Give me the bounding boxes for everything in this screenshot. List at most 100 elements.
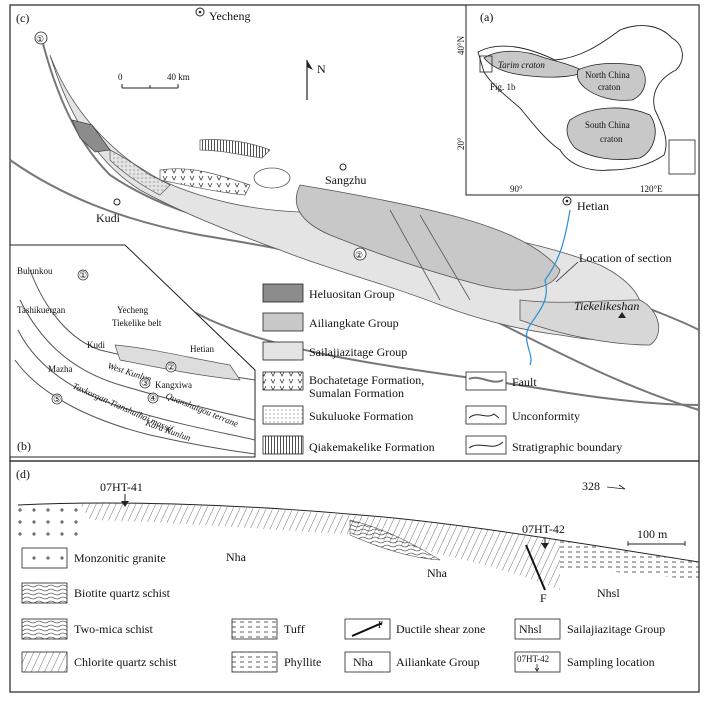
granite-body (253, 167, 291, 189)
b-bulunkou: Bulunkou (17, 266, 53, 276)
legend-d-granite-label: Monzonitic granite (74, 551, 166, 565)
panel-a-label: (a) (480, 10, 493, 24)
b-hetian: Hetian (190, 344, 214, 354)
legend-d-sample (514, 651, 561, 673)
location-of-section-label: Location of section (579, 251, 672, 265)
legend-d-biotite-label: Biotite quartz schist (74, 586, 171, 600)
legend-swatch-unconformity (465, 405, 507, 425)
south-china-craton (566, 107, 656, 160)
section-scale-label: 100 m (637, 527, 668, 541)
legend-d-nhsl-code: Nhsl (519, 622, 542, 636)
b-kudi: Kudi (87, 340, 105, 350)
strike-arrow (606, 484, 626, 490)
section-fault-label: F (540, 591, 547, 605)
legend-d-shear-label: Ductile shear zone (396, 622, 485, 636)
panel-c-label: (c) (16, 11, 29, 25)
inset-b-belt-3 (17, 329, 256, 441)
b-num-3: ③ (141, 378, 149, 388)
section-profile (17, 502, 700, 563)
fault-2-label: ② (355, 250, 363, 260)
kudi-marker (113, 198, 121, 206)
unit-nha-2: Nha (427, 566, 448, 580)
fig1b-box (479, 55, 493, 73)
south-china-label-1: South China (585, 120, 630, 130)
legend-d-sample-label: Sampling location (567, 655, 655, 669)
bochatetage-unit (159, 168, 251, 196)
legend-d-tuff-label: Tuff (284, 622, 305, 636)
legend-swatch-sailajiazitage (262, 341, 304, 361)
inset-b-belt-2 (19, 299, 256, 421)
strike-label: 328 (582, 479, 600, 493)
ailiangkate-unit (295, 184, 561, 291)
south-china-label-2: craton (600, 134, 623, 144)
b-num-4: ④ (149, 393, 157, 403)
inset-b-tiekelike (114, 344, 241, 381)
yecheng-label: Yecheng (209, 9, 250, 23)
tiekelikeshan-label: Tiekelikeshan (574, 299, 639, 313)
tarim-label: Tarim craton (498, 60, 545, 70)
north-china-craton (576, 62, 646, 101)
hetian-marker (562, 196, 572, 206)
panel-b-label: (b) (17, 439, 31, 453)
lon-120-label: 120°E (640, 184, 663, 194)
legend-swatch-bochatetage (262, 371, 304, 391)
legend-heluositan: Heluositan Group (309, 287, 395, 301)
hetian-label: Hetian (577, 199, 609, 213)
north-china-label-2: craton (598, 82, 621, 92)
legend-swatch-qiakemakelike (262, 435, 304, 455)
north-arrow-head (307, 60, 313, 70)
legend-d-nhsl-label: Sailajiazitage Group (567, 622, 665, 636)
legend-d-nha (344, 651, 391, 673)
section-scale-bar (627, 541, 686, 546)
b-kangxiwa: Kangxiwa (155, 380, 192, 390)
scale-zero: 0 (118, 72, 123, 82)
legend-strat-boundary: Stratigraphic boundary (512, 440, 622, 454)
legend-d-nhsl (514, 618, 561, 640)
legend-d-biotite (21, 582, 68, 604)
unit-nhsl: Nhsl (597, 586, 620, 600)
yecheng-marker (195, 7, 205, 17)
internal-fault-1 (389, 209, 441, 301)
internal-fault-2 (419, 214, 471, 301)
legend-d-chlorite (21, 651, 68, 673)
legend-sailajiazitage: Sailajiazitage Group (309, 345, 407, 359)
sample-42-label: 07HT-42 (522, 522, 565, 536)
legend-d-sample-code: 07HT-42 (517, 654, 549, 664)
sangzhu-marker (339, 163, 347, 171)
north-china-label-1: North China (585, 70, 630, 80)
fault-1-label: ① (36, 34, 44, 44)
sukuluoke-unit (109, 149, 171, 196)
scale-max: 40 km (167, 72, 190, 82)
lat-20-label: 20° (456, 137, 466, 150)
kudi-label: Kudi (96, 211, 121, 225)
legend-d-chlorite-label: Chlorite quartz schist (74, 655, 177, 669)
legend-d-phyllite (231, 651, 278, 673)
heluositan-unit (71, 119, 111, 153)
legend-qiakemakelike: Qiakemakelike Formation (309, 440, 435, 454)
legend-d-shear-code: F (378, 620, 383, 630)
qiakemakelike-unit (199, 139, 271, 159)
b-num-1: ① (79, 270, 87, 280)
section-two-mica-lens (349, 519, 441, 561)
legend-d-twomica (21, 618, 68, 640)
legend-d-granite (21, 547, 68, 569)
ailiangkate-unit-east (519, 299, 659, 346)
sample-41-label: 07HT-41 (100, 480, 143, 494)
hetian-river (525, 209, 571, 366)
legend-d-phyllite-label: Phyllite (284, 655, 321, 669)
south-china-sea-box (668, 139, 696, 175)
unit-nha-1: Nha (226, 550, 247, 564)
legend-bochatetage-2: Sumalan Formation (309, 386, 404, 400)
legend-d-tuff (231, 618, 278, 640)
legend-d-nha-code: Nha (353, 655, 374, 669)
b-num-5: ⑤ (53, 394, 61, 404)
legend-swatch-sukuluoke (262, 405, 304, 425)
legend-c: Heluositan Group Ailiangkate Group Saila… (262, 283, 622, 455)
panel-d-label: (d) (16, 467, 30, 481)
legend-unconformity: Unconformity (512, 409, 580, 423)
inset-b-belt-4 (14, 359, 256, 455)
legend-ailiangkate: Ailiangkate Group (309, 316, 399, 330)
b-yecheng: Yecheng (117, 305, 149, 315)
legend-sukuluoke: Sukuluoke Formation (309, 409, 413, 423)
section-fault-line (525, 544, 546, 591)
